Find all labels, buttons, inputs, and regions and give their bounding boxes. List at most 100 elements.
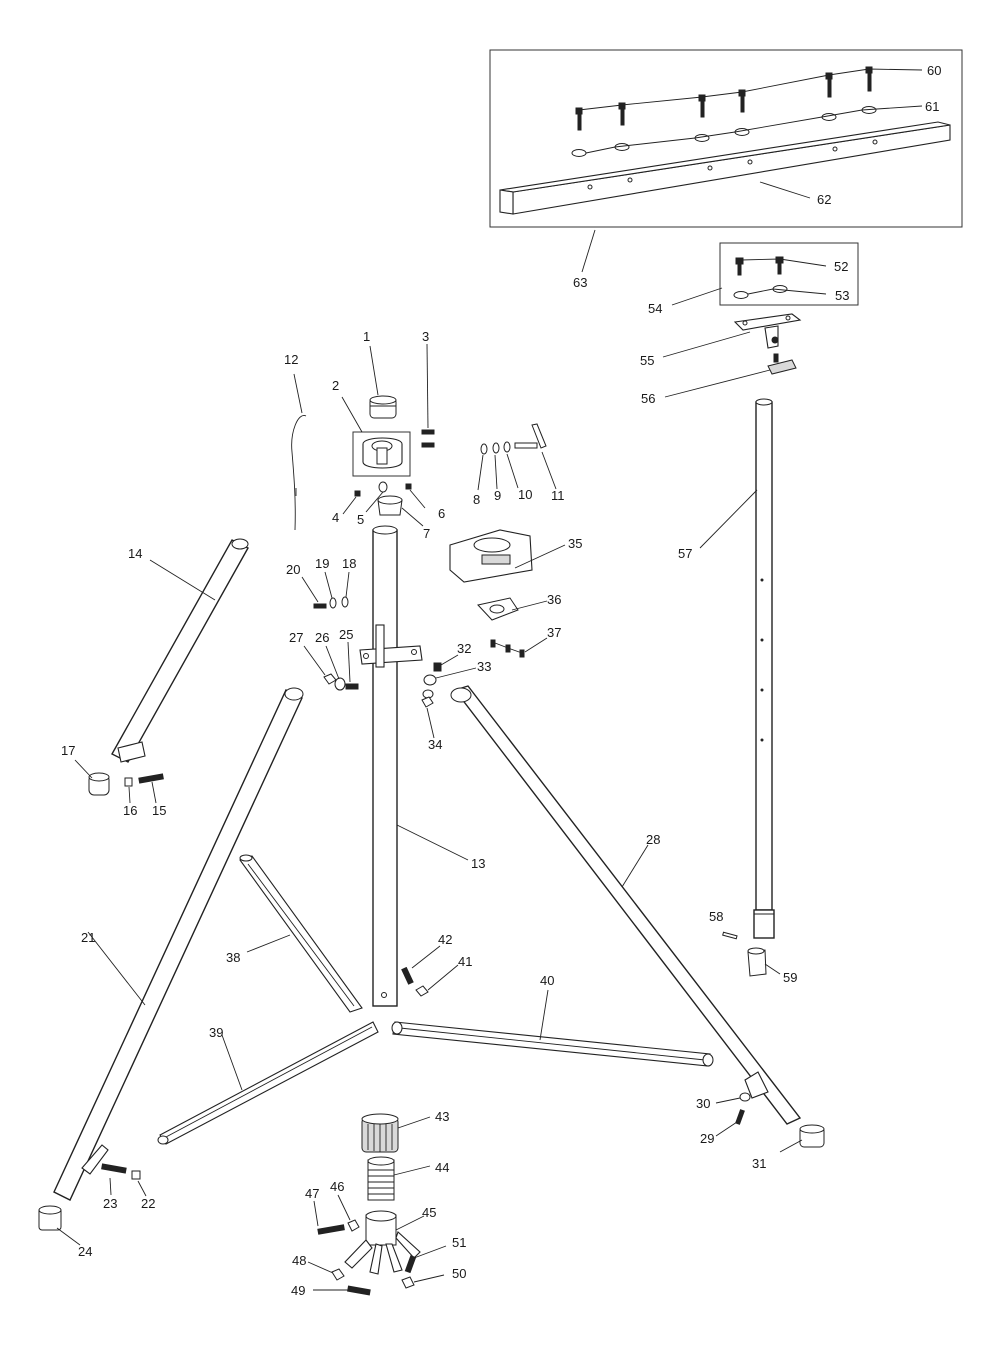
label-43: 43 bbox=[435, 1109, 449, 1124]
label-25: 25 bbox=[339, 627, 353, 642]
bolt-15 bbox=[138, 773, 164, 784]
screws-3 bbox=[421, 429, 435, 448]
label-57: 57 bbox=[678, 546, 692, 561]
collar-43 bbox=[361, 1113, 399, 1153]
extension-tube-57 bbox=[753, 398, 775, 939]
label-32: 32 bbox=[457, 641, 471, 656]
leg-28 bbox=[450, 685, 802, 1125]
label-62: 62 bbox=[817, 192, 831, 207]
label-39: 39 bbox=[209, 1025, 223, 1040]
label-21: 21 bbox=[81, 930, 95, 945]
washer-19 bbox=[329, 597, 337, 609]
label-55: 55 bbox=[640, 353, 654, 368]
label-46: 46 bbox=[330, 1179, 344, 1194]
label-48: 48 bbox=[292, 1253, 306, 1268]
label-50: 50 bbox=[452, 1266, 466, 1281]
bolts-52 bbox=[735, 256, 827, 276]
label-45: 45 bbox=[422, 1205, 436, 1220]
bolt-49 bbox=[347, 1285, 371, 1296]
nut-50 bbox=[401, 1276, 415, 1289]
label-30: 30 bbox=[696, 1096, 710, 1111]
bolt-29 bbox=[735, 1109, 745, 1125]
clamp-2 bbox=[362, 437, 403, 469]
label-37: 37 bbox=[547, 625, 561, 640]
cap-17 bbox=[88, 772, 110, 796]
cap-59 bbox=[747, 947, 767, 977]
label-2: 2 bbox=[332, 378, 339, 393]
screws-37 bbox=[490, 639, 525, 658]
label-40: 40 bbox=[540, 973, 554, 988]
label-60: 60 bbox=[927, 63, 941, 78]
brace-38 bbox=[239, 854, 363, 1013]
label-17: 17 bbox=[61, 743, 75, 758]
label-7: 7 bbox=[423, 526, 430, 541]
label-6: 6 bbox=[438, 506, 445, 521]
label-19: 19 bbox=[315, 556, 329, 571]
center-column-13 bbox=[359, 525, 423, 1007]
label-63: 63 bbox=[573, 275, 587, 290]
label-42: 42 bbox=[438, 932, 452, 947]
label-13: 13 bbox=[471, 856, 485, 871]
pin-58 bbox=[722, 931, 738, 940]
label-44: 44 bbox=[435, 1160, 449, 1175]
nut-22 bbox=[131, 1170, 141, 1180]
label-15: 15 bbox=[152, 803, 166, 818]
label-11: 11 bbox=[551, 488, 565, 503]
nut-27 bbox=[323, 673, 337, 685]
screw-32 bbox=[433, 662, 442, 672]
leg-21 bbox=[53, 687, 304, 1201]
screw-4 bbox=[354, 490, 361, 497]
label-18: 18 bbox=[342, 556, 356, 571]
label-47: 47 bbox=[305, 1186, 319, 1201]
bracket-hardware-box bbox=[719, 242, 859, 306]
nut-18 bbox=[341, 596, 349, 608]
label-24: 24 bbox=[78, 1244, 92, 1259]
label-36: 36 bbox=[547, 592, 561, 607]
label-31: 31 bbox=[752, 1156, 766, 1171]
label-23: 23 bbox=[103, 1196, 117, 1211]
label-52: 52 bbox=[834, 259, 848, 274]
label-14: 14 bbox=[128, 546, 142, 561]
bolt-20 bbox=[313, 603, 327, 609]
brace-14 bbox=[111, 538, 249, 763]
label-34: 34 bbox=[428, 737, 442, 752]
nut-48 bbox=[331, 1268, 345, 1281]
foot-24 bbox=[38, 1205, 62, 1231]
bracket-55 bbox=[733, 313, 802, 349]
rail-assembly-box bbox=[489, 49, 963, 228]
label-16: 16 bbox=[123, 803, 137, 818]
bolt-42 bbox=[401, 966, 414, 985]
label-29: 29 bbox=[700, 1131, 714, 1146]
screw-6 bbox=[405, 483, 412, 490]
hub-45 bbox=[344, 1210, 421, 1275]
washers-61 bbox=[571, 105, 923, 157]
label-35: 35 bbox=[568, 536, 582, 551]
label-49: 49 bbox=[291, 1283, 305, 1298]
label-12: 12 bbox=[284, 352, 298, 367]
washer-34 bbox=[422, 689, 434, 699]
threaded-sleeve-44 bbox=[367, 1156, 395, 1201]
label-4: 4 bbox=[332, 510, 339, 525]
label-38: 38 bbox=[226, 950, 240, 965]
label-54: 54 bbox=[648, 301, 662, 316]
bolt-11 bbox=[514, 423, 547, 449]
label-59: 59 bbox=[783, 970, 797, 985]
label-27: 27 bbox=[289, 630, 303, 645]
cable-12 bbox=[291, 415, 307, 531]
label-10: 10 bbox=[518, 487, 532, 502]
label-9: 9 bbox=[494, 488, 501, 503]
washer-33 bbox=[423, 674, 437, 686]
nut-30 bbox=[739, 1092, 751, 1102]
bolt-51 bbox=[404, 1255, 417, 1274]
label-8: 8 bbox=[473, 492, 480, 507]
label-5: 5 bbox=[357, 512, 364, 527]
clamp-box-2 bbox=[352, 431, 411, 477]
nut-16 bbox=[124, 777, 133, 787]
washers-53 bbox=[733, 285, 827, 299]
label-3: 3 bbox=[422, 329, 429, 344]
label-56: 56 bbox=[641, 391, 655, 406]
foot-31 bbox=[799, 1124, 825, 1148]
washer-26 bbox=[334, 677, 346, 691]
label-28: 28 bbox=[646, 832, 660, 847]
